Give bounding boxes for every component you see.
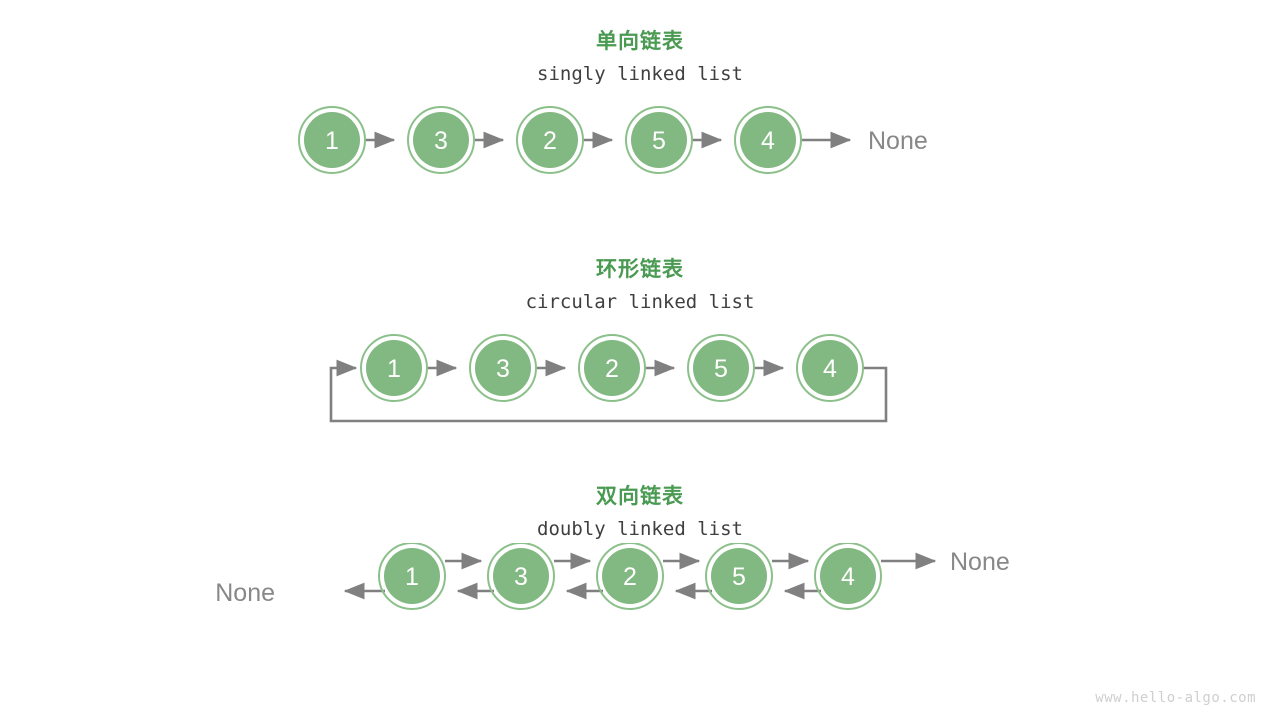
doubly-node-1: 3 xyxy=(487,543,555,610)
doubly-title-en: doubly linked list xyxy=(537,518,743,540)
node-value: 1 xyxy=(325,127,339,155)
doubly-title-cn: 双向链表 xyxy=(596,484,684,508)
singly-node-4: 4 xyxy=(734,106,802,174)
section-doubly-linked-list: 双向链表 doubly linked list None xyxy=(0,483,1280,653)
section-circular-linked-list: 环形链表 circular linked list 1 xyxy=(0,256,1280,441)
doubly-node-3: 5 xyxy=(705,543,773,610)
singly-node-3: 5 xyxy=(625,106,693,174)
node-value: 4 xyxy=(761,127,775,155)
circular-node-0: 1 xyxy=(360,334,428,402)
node-value: 3 xyxy=(496,355,510,383)
watermark: www.hello-algo.com xyxy=(1095,690,1256,706)
singly-node-2: 2 xyxy=(516,106,584,174)
section-singly-linked-list: 单向链表 singly linked list 1 xyxy=(0,28,1280,188)
singly-title-cn: 单向链表 xyxy=(596,29,684,53)
circular-title-cn: 环形链表 xyxy=(596,257,684,281)
doubly-node-0: 1 xyxy=(378,543,446,610)
node-value: 2 xyxy=(543,127,557,155)
singly-tail-none-label: None xyxy=(868,127,928,155)
doubly-linked-list-graphic: None 1 xyxy=(215,543,1010,610)
node-value: 2 xyxy=(623,563,637,591)
circular-node-1: 3 xyxy=(469,334,537,402)
node-value: 4 xyxy=(841,563,855,591)
singly-node-1: 3 xyxy=(407,106,475,174)
circular-node-3: 5 xyxy=(687,334,755,402)
singly-node-0: 1 xyxy=(298,106,366,174)
doubly-tail-none-label: None xyxy=(950,548,1010,576)
doubly-head-none-label: None xyxy=(215,579,275,607)
circular-node-4: 4 xyxy=(796,334,864,402)
node-value: 5 xyxy=(652,127,666,155)
node-value: 1 xyxy=(387,355,401,383)
circular-node-2: 2 xyxy=(578,334,646,402)
singly-title-en: singly linked list xyxy=(537,63,743,85)
node-value: 5 xyxy=(732,563,746,591)
node-value: 3 xyxy=(514,563,528,591)
node-value: 4 xyxy=(823,355,837,383)
circular-title-en: circular linked list xyxy=(525,291,755,313)
doubly-node-4: 4 xyxy=(814,543,882,610)
node-value: 3 xyxy=(434,127,448,155)
node-value: 5 xyxy=(714,355,728,383)
node-value: 1 xyxy=(405,563,419,591)
circular-linked-list-graphic: 1 3 2 5 4 xyxy=(329,334,888,423)
singly-linked-list-graphic: 1 3 2 5 4 None xyxy=(298,106,928,174)
circular-loopback-path xyxy=(329,359,888,423)
node-value: 2 xyxy=(605,355,619,383)
doubly-node-2: 2 xyxy=(596,543,664,610)
